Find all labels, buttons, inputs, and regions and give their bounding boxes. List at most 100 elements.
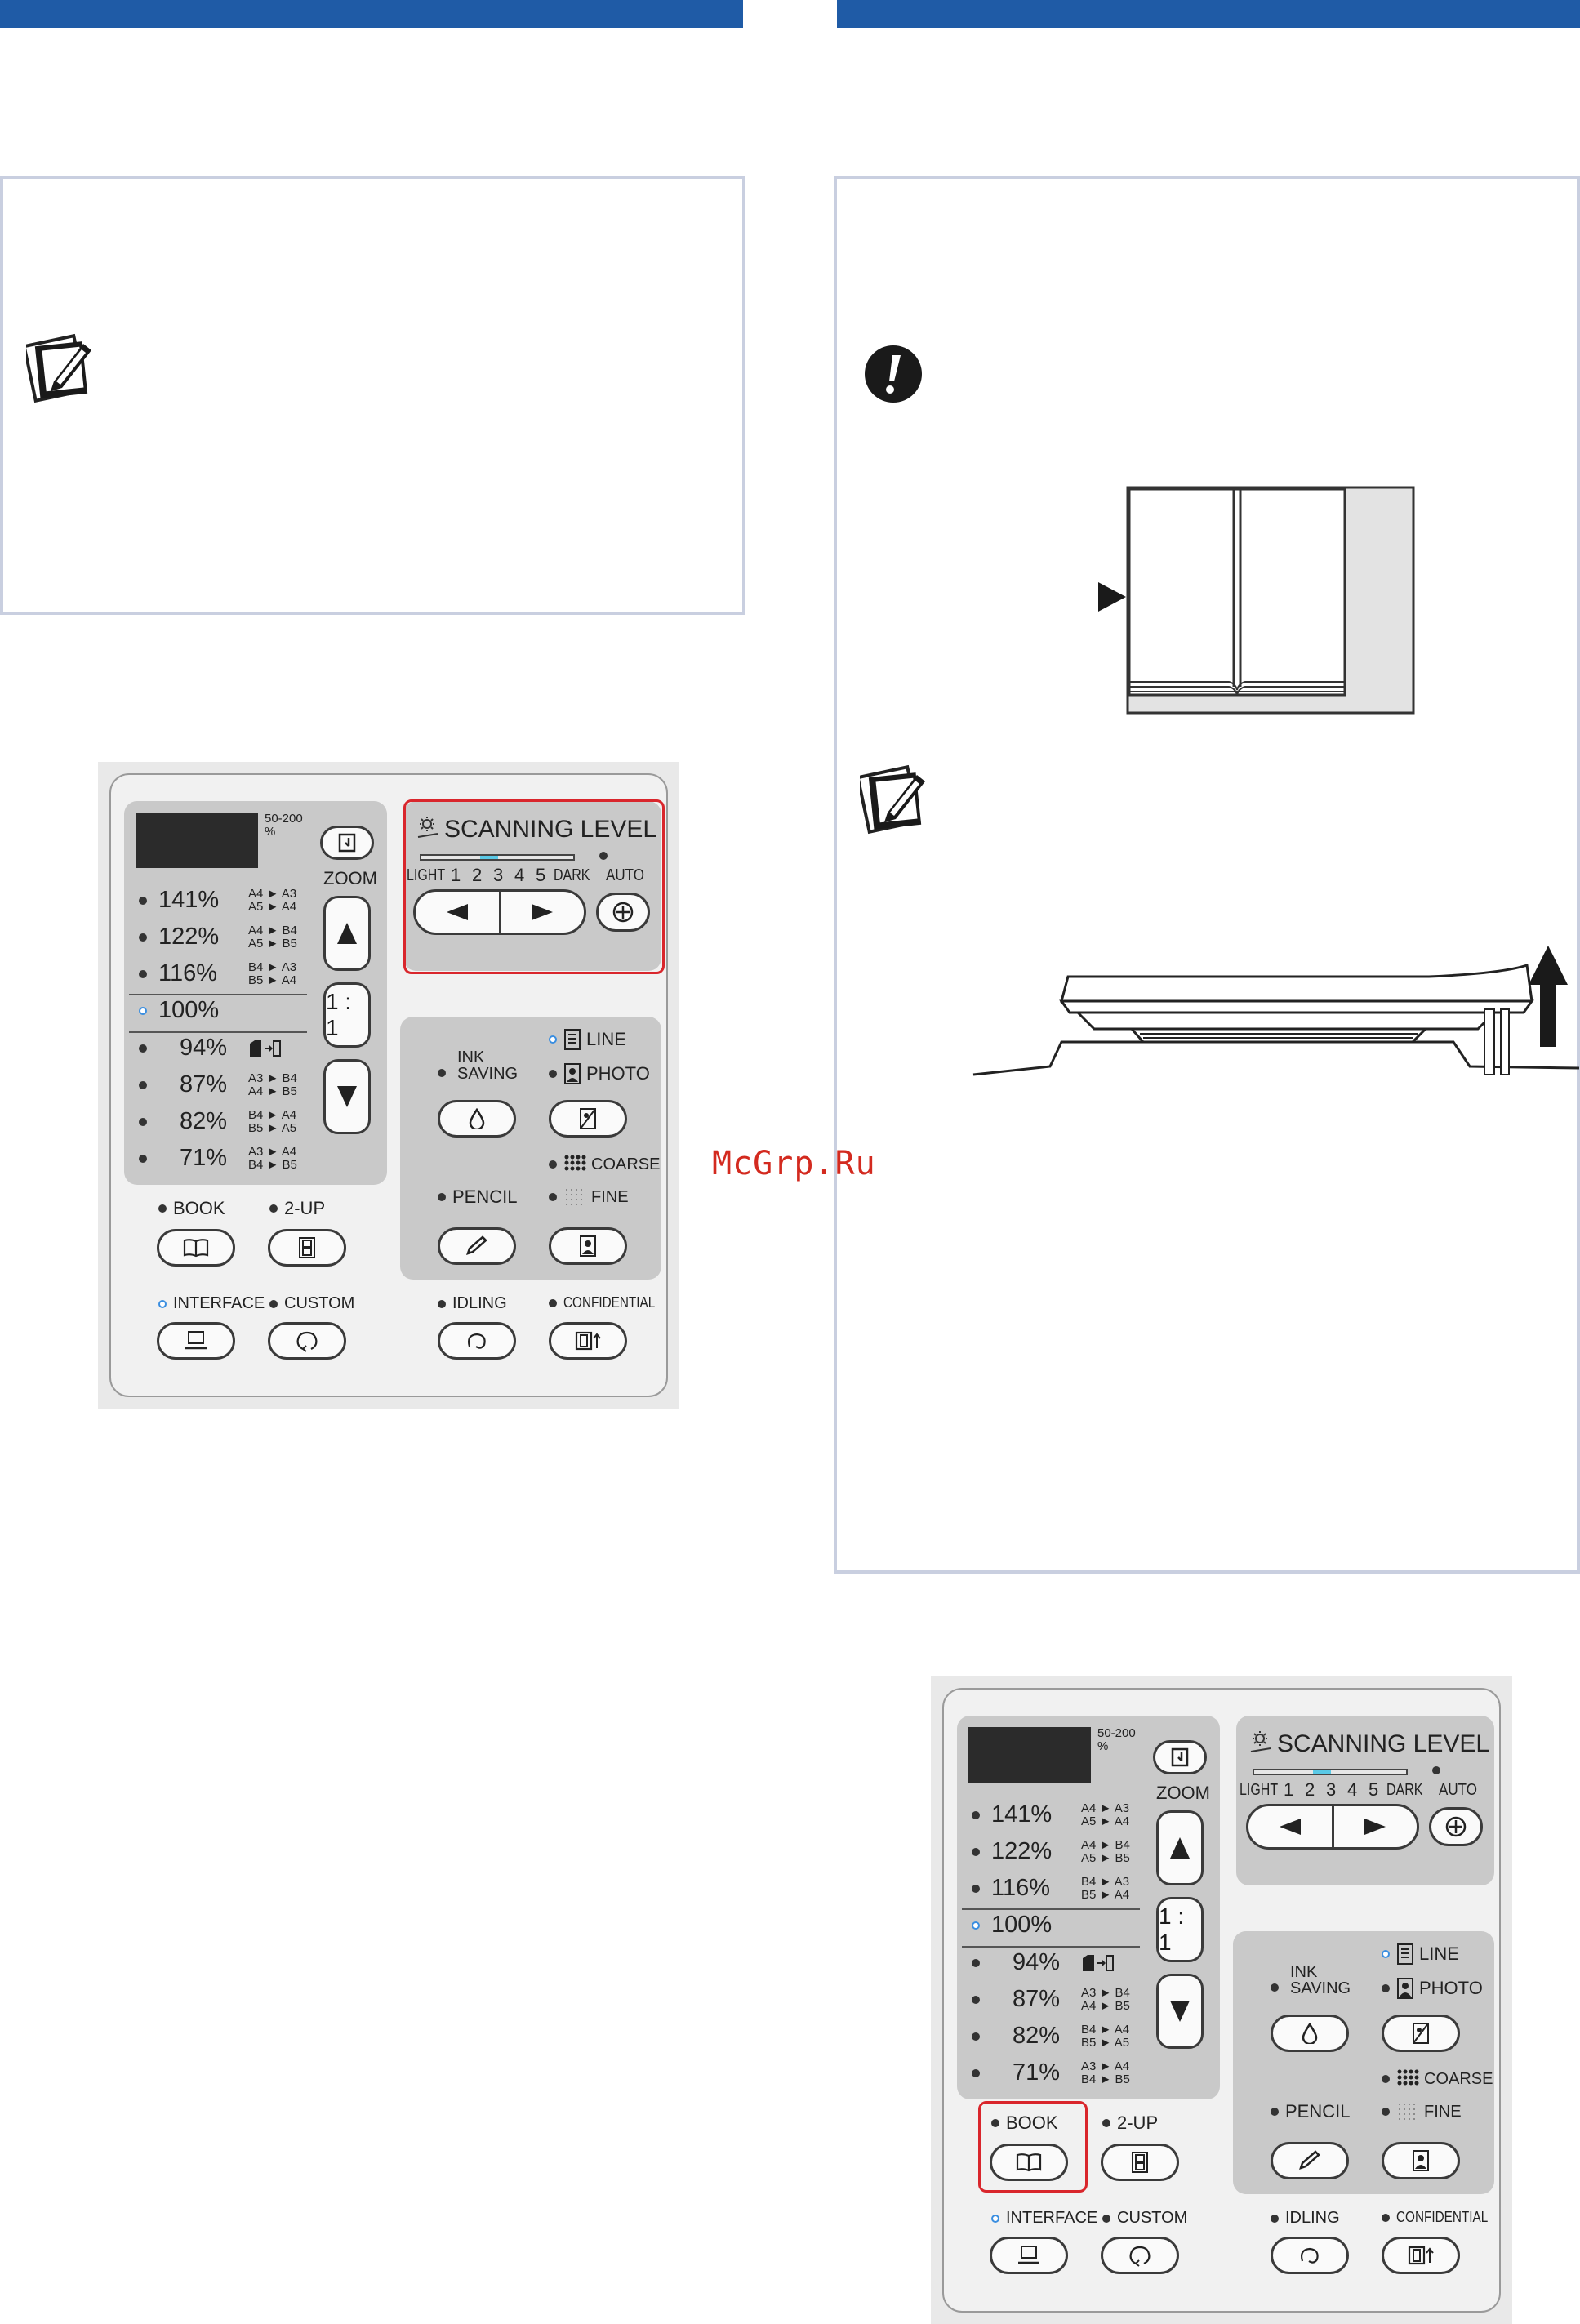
zoom-row[interactable]: 82%B4 ► A4 B5 ► A5 (972, 2023, 1129, 2050)
zoom-row[interactable]: 82%B4 ► A4 B5 ► A5 (139, 1108, 296, 1135)
idling-button[interactable] (438, 1322, 516, 1360)
indicator-dot (139, 933, 147, 942)
zoom-row[interactable]: 116%B4 ► A3 B5 ► A4 (139, 960, 296, 987)
level-3: 3 (493, 865, 504, 885)
zoom-sizes: A4 ► A3 A5 ► A4 (248, 886, 297, 914)
indicator-dot (972, 1958, 980, 1967)
zoom-row[interactable]: 94% (972, 1949, 1114, 1976)
indicator-dot (972, 2032, 980, 2041)
coarse-label: COARSE (1382, 2068, 1493, 2090)
level-indicator (1313, 1770, 1331, 1774)
custom-text: CUSTOM (284, 1294, 355, 1312)
confidential-icon (1408, 2246, 1434, 2265)
book-text: BOOK (173, 1198, 225, 1218)
zoom-separator (962, 1946, 1140, 1948)
sun-icon (417, 817, 438, 838)
photo-label: PHOTO (1382, 1977, 1483, 2000)
custom-label: CUSTOM (1102, 2209, 1187, 2228)
interface-text: INTERFACE (1006, 2209, 1098, 2227)
computer-icon (1018, 2246, 1039, 2264)
zoom-sizes: A3 ► A4 B4 ► B5 (248, 1144, 297, 1172)
triangle-right-icon (532, 904, 554, 920)
indicator-dot (972, 1921, 980, 1930)
level-left-button[interactable] (416, 892, 501, 933)
coarse-dots-icon (1397, 2069, 1419, 2086)
ink-saving-button[interactable] (438, 1100, 516, 1138)
confidential-button[interactable] (1382, 2237, 1460, 2274)
auto-button[interactable] (596, 893, 650, 932)
zoom-separator (129, 1031, 307, 1033)
zoom-row[interactable]: 141%A4 ► A3 A5 ► A4 (139, 887, 296, 914)
pencil-button[interactable] (1271, 2142, 1349, 2179)
zoom-row[interactable]: 100% (139, 997, 248, 1024)
level-adjust-button[interactable] (413, 889, 586, 935)
book-icon (183, 1239, 209, 1258)
custom-button[interactable] (1101, 2237, 1179, 2274)
pencil-icon (1299, 2150, 1320, 2170)
line-photo-button[interactable] (549, 1100, 627, 1138)
ink-saving-dot (438, 1069, 446, 1077)
zoom-sizes: B4 ► A3 B5 ► A4 (248, 959, 297, 987)
custom-loop-icon (296, 1331, 318, 1352)
interface-text: INTERFACE (173, 1294, 265, 1312)
pencil-button[interactable] (438, 1227, 516, 1265)
zoom-up-button[interactable] (1156, 1810, 1204, 1885)
zoom-row[interactable]: 100% (972, 1912, 1081, 1939)
line-photo-button[interactable] (1382, 2015, 1460, 2052)
photo-doc-icon (1397, 1978, 1413, 1999)
zoom-down-button[interactable] (1156, 1974, 1204, 2049)
indicator-dot (972, 1995, 980, 2004)
two-up-button[interactable] (1101, 2144, 1179, 2181)
indicator-dot (139, 1044, 147, 1053)
indicator-dot (1382, 1950, 1390, 1958)
indicator-dot (139, 1154, 147, 1163)
custom-text: CUSTOM (1117, 2209, 1188, 2227)
one-to-one-button[interactable]: 1 : 1 (1156, 1897, 1204, 1962)
custom-button[interactable] (268, 1322, 346, 1360)
dot-screen-button[interactable] (1382, 2142, 1460, 2179)
counter-display (136, 813, 258, 868)
ink-saving-button[interactable] (1271, 2015, 1349, 2052)
zoom-up-button[interactable] (323, 896, 371, 971)
two-up-button[interactable] (268, 1229, 346, 1267)
zoom-down-button[interactable] (323, 1059, 371, 1134)
zoom-row[interactable]: 87%A3 ► B4 A4 ► B5 (972, 1986, 1130, 2013)
line-photo-icon (580, 1108, 596, 1129)
free-zoom-button[interactable] (320, 826, 374, 860)
zoom-row[interactable]: 141%A4 ► A3 A5 ► A4 (972, 1801, 1129, 1828)
zoom-row[interactable]: 122%A4 ► B4 A5 ► B5 (139, 924, 297, 951)
zoom-row[interactable]: 71%A3 ► A4 B4 ► B5 (139, 1145, 297, 1172)
scanning-level-title: SCANNING LEVEL (444, 816, 657, 843)
auto-button[interactable] (1429, 1807, 1483, 1846)
zoom-row[interactable]: 94% (139, 1035, 281, 1062)
free-zoom-button[interactable] (1153, 1740, 1207, 1774)
line-doc-icon (564, 1029, 581, 1050)
indicator-dot (1382, 1984, 1390, 1992)
level-right-button[interactable] (501, 892, 585, 933)
one-to-one-button[interactable]: 1 : 1 (323, 982, 371, 1048)
fine-text: FINE (1424, 2102, 1462, 2121)
zoom-row[interactable]: 116%B4 ► A3 B5 ► A4 (972, 1875, 1129, 1902)
coarse-label: COARSE (549, 1154, 660, 1175)
interface-button[interactable] (990, 2237, 1068, 2274)
coarse-text: COARSE (1424, 2069, 1493, 2088)
confidential-button[interactable] (549, 1322, 627, 1360)
zoom-row[interactable]: 122%A4 ► B4 A5 ► B5 (972, 1838, 1130, 1865)
book-button[interactable] (990, 2144, 1068, 2181)
zoom-percent: 141% (991, 1801, 1053, 1828)
book-button[interactable] (157, 1229, 235, 1267)
book-label: BOOK (991, 2113, 1058, 2134)
zoom-percent: 87% (179, 1071, 228, 1097)
pencil-label: PENCIL (1271, 2101, 1350, 2122)
confidential-text: CONFIDENTIAL (1396, 2209, 1489, 2225)
idling-button[interactable] (1271, 2237, 1349, 2274)
level-right-button[interactable] (1334, 1806, 1418, 1847)
level-left-button[interactable] (1248, 1806, 1334, 1847)
zoom-row[interactable]: 87%A3 ► B4 A4 ► B5 (139, 1071, 297, 1098)
dot-screen-button[interactable] (549, 1227, 627, 1265)
interface-button[interactable] (157, 1322, 235, 1360)
photo-doc-icon (564, 1063, 581, 1084)
level-adjust-button[interactable] (1246, 1804, 1419, 1850)
auto-indicator-dot (599, 852, 608, 860)
zoom-row[interactable]: 71%A3 ► A4 B4 ► B5 (972, 2059, 1130, 2086)
